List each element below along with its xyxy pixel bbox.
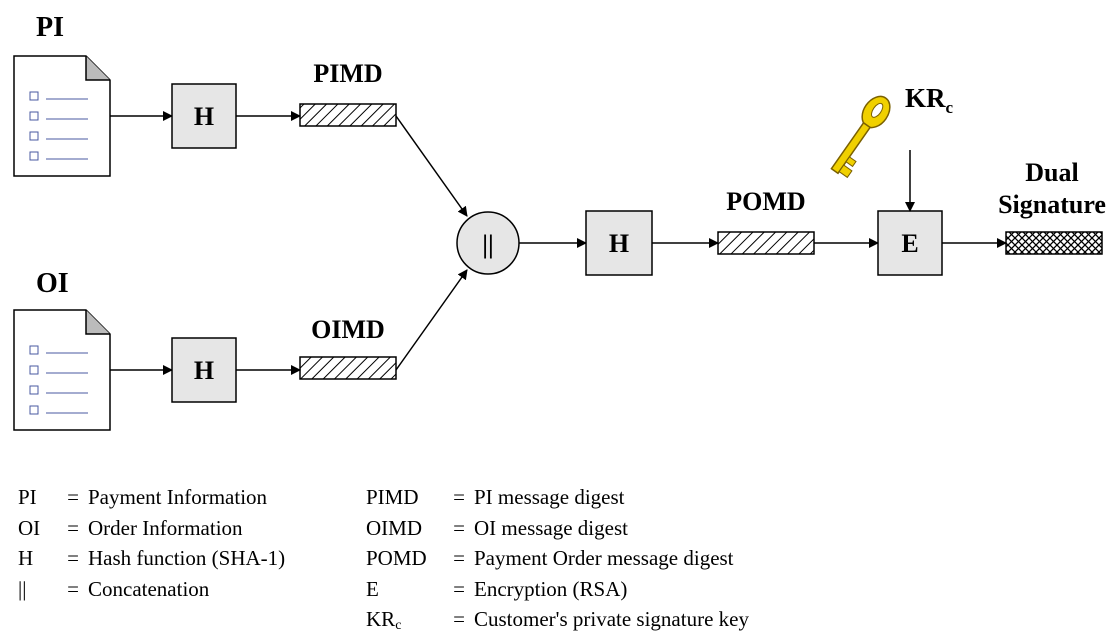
legend-row: POMD = Payment Order message digest bbox=[366, 543, 749, 574]
legend-row: OI = Order Information bbox=[18, 513, 285, 544]
oimd-digest-bar bbox=[299, 356, 397, 380]
legend-desc: Payment Order message digest bbox=[474, 546, 734, 570]
legend-desc: Payment Information bbox=[88, 485, 268, 509]
legend-row: PI = Payment Information bbox=[18, 482, 285, 513]
legend-equals: = bbox=[67, 546, 79, 570]
pimd-digest-bar bbox=[299, 103, 397, 127]
dual-signature-label-line2: Signature bbox=[998, 190, 1106, 219]
hash-box-pi: H bbox=[171, 83, 237, 149]
pimd-label: PIMD bbox=[313, 59, 382, 88]
hash-box-center-label: H bbox=[609, 229, 629, 258]
legend-abbr: OI bbox=[18, 515, 41, 540]
hash-box-oi-label: H bbox=[194, 356, 214, 385]
legend-equals: = bbox=[453, 576, 465, 601]
pi-document-icon bbox=[13, 55, 111, 177]
concatenation-node: || bbox=[456, 211, 520, 275]
legend-row: KRc = Customer's private signature key bbox=[366, 604, 749, 635]
legend-left: PI = Payment Information OI = Order Info… bbox=[18, 482, 285, 604]
encrypt-box: E bbox=[877, 210, 943, 276]
key-label-main: KR bbox=[905, 83, 946, 113]
key-label: KRc bbox=[905, 83, 954, 117]
legend-desc: Order Information bbox=[88, 515, 243, 540]
pomd-digest-bar bbox=[717, 231, 815, 255]
legend-row: PIMD = PI message digest bbox=[366, 482, 749, 513]
hash-box-center: H bbox=[585, 210, 653, 276]
legend-abbr: OIMD bbox=[366, 515, 422, 540]
dual-signature-bar bbox=[1005, 231, 1103, 255]
legend-right: PIMD = PI message digest OIMD = OI messa… bbox=[366, 482, 749, 635]
hash-box-pi-label: H bbox=[194, 102, 214, 131]
legend-equals: = bbox=[453, 515, 465, 540]
legend-abbr: PI bbox=[18, 485, 37, 509]
concatenation-label: || bbox=[482, 230, 493, 259]
legend-abbr-main: KR bbox=[366, 607, 396, 631]
legend-abbr: POMD bbox=[366, 546, 427, 570]
key-icon bbox=[830, 95, 891, 179]
legend-equals: = bbox=[67, 515, 79, 540]
legend-row: E = Encryption (RSA) bbox=[366, 574, 749, 605]
legend-abbr: KRc bbox=[366, 604, 444, 635]
legend-equals: = bbox=[453, 607, 465, 631]
arrow-pimd-to-concat bbox=[395, 115, 468, 217]
legend-desc: PI message digest bbox=[474, 485, 625, 509]
legend-desc: Customer's private signature key bbox=[474, 607, 749, 631]
oimd-label: OIMD bbox=[311, 315, 385, 344]
legend-desc: OI message digest bbox=[474, 515, 628, 540]
key-label-sub: c bbox=[946, 98, 954, 117]
hash-box-oi: H bbox=[171, 337, 237, 403]
oi-document-icon bbox=[13, 309, 111, 431]
oi-title: OI bbox=[36, 268, 69, 299]
dual-signature-label-line1: Dual bbox=[1025, 158, 1078, 187]
legend-row: || = Concatenation bbox=[18, 574, 285, 605]
pi-title: PI bbox=[36, 12, 64, 43]
legend-equals: = bbox=[67, 485, 79, 509]
legend-desc: Encryption (RSA) bbox=[474, 576, 628, 601]
legend-row: H = Hash function (SHA-1) bbox=[18, 543, 285, 574]
legend-equals: = bbox=[453, 485, 465, 509]
legend-abbr: H bbox=[18, 546, 34, 570]
legend-desc: Hash function (SHA-1) bbox=[88, 546, 286, 570]
legend-row: OIMD = OI message digest bbox=[366, 513, 749, 544]
legend-desc: Concatenation bbox=[88, 576, 210, 601]
pomd-label: POMD bbox=[726, 187, 805, 216]
encrypt-box-label: E bbox=[901, 229, 918, 258]
legend-equals: = bbox=[453, 546, 465, 570]
arrow-oimd-to-concat bbox=[395, 269, 468, 371]
legend-abbr: E bbox=[366, 576, 379, 601]
legend-abbr: PIMD bbox=[366, 485, 419, 509]
legend-abbr-sub: c bbox=[395, 618, 402, 633]
legend-equals: = bbox=[67, 576, 79, 601]
legend-abbr: || bbox=[18, 576, 27, 601]
